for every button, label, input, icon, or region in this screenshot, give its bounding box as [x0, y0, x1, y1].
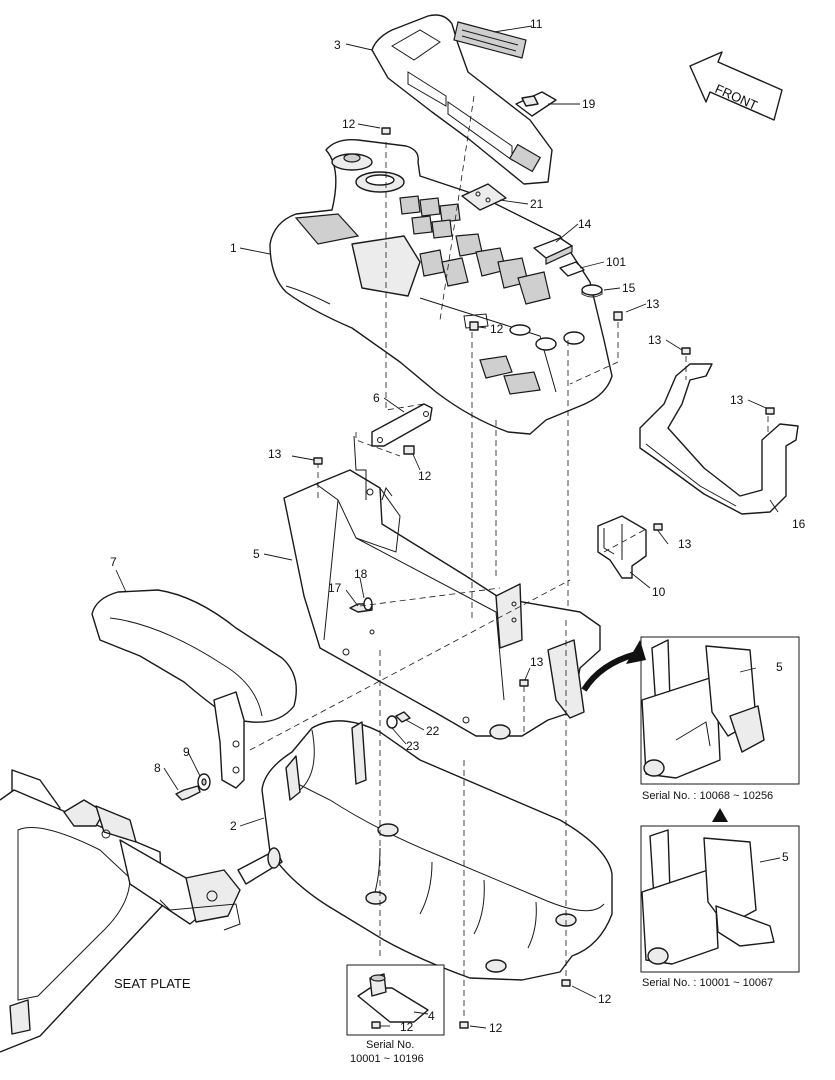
part-18-washer	[363, 597, 373, 611]
callout-14: 14	[578, 217, 592, 231]
part-21-plate	[461, 183, 507, 211]
inset-pointer-arrow-head	[626, 640, 646, 664]
part-15-plug	[581, 284, 603, 298]
callout-10: 10	[652, 585, 666, 599]
part-101-clip	[559, 261, 585, 277]
part-7-armrest	[91, 589, 297, 789]
callout-8: 8	[154, 761, 161, 775]
callout-22: 22	[426, 724, 440, 738]
leader-lines	[115, 25, 781, 1029]
callout-12-bracket: 12	[418, 469, 432, 483]
callout-12-mid: 12	[490, 322, 504, 336]
callout-13-right: 13	[678, 537, 692, 551]
fastener-screws	[313, 127, 775, 1029]
callout-13-bracket-top: 13	[648, 333, 662, 347]
callout-3: 3	[334, 38, 341, 52]
callout-11: 11	[530, 17, 543, 31]
callout-1: 1	[230, 241, 237, 255]
triangle-marker-icon	[712, 808, 728, 822]
callout-13-top: 13	[646, 297, 660, 311]
callout-12-inset: 12	[400, 1020, 414, 1034]
part-9-washer	[197, 773, 211, 791]
upper-inset-serial: Serial No. : 10068 ~ 10256	[642, 790, 773, 802]
callout-23: 23	[406, 739, 420, 753]
part-2-lower-tray	[261, 720, 613, 981]
front-arrow: FRONT	[689, 51, 783, 121]
bottom-serial-title: Serial No.	[366, 1039, 414, 1051]
inset-pointer-arrow	[581, 651, 637, 692]
callout-21: 21	[530, 197, 544, 211]
callout-19: 19	[582, 97, 596, 111]
part-1-console-body	[269, 139, 613, 435]
callout-4: 4	[428, 1009, 435, 1023]
part-14-switch-cap	[533, 237, 573, 265]
callout-13-frame: 13	[268, 447, 282, 461]
callout-12-bottom: 12	[489, 1021, 503, 1035]
assembly-guide-lines	[249, 95, 769, 1020]
part-16-side-bracket	[639, 363, 799, 515]
part-11-label-strip	[453, 21, 527, 59]
inset-upper: Serial No. : 10068 ~ 10256	[640, 636, 800, 802]
callout-101: 101	[606, 255, 626, 269]
part-3-upper-cover	[371, 14, 553, 185]
callout-13-center: 13	[530, 655, 544, 669]
part-23-washer	[386, 715, 398, 729]
callout-2: 2	[230, 819, 237, 833]
callout-numbers: 1 2 3 4 5 5 5 6 7 8 9 10 11 12 12 12 12 …	[110, 17, 806, 1035]
callout-12-right: 12	[598, 992, 612, 1006]
callout-12-top: 12	[342, 117, 356, 131]
bottom-serial-range: 10001 ~ 10196	[350, 1053, 424, 1065]
part-10-bracket	[597, 515, 647, 579]
part-4-inset	[346, 964, 445, 1036]
seat-plate-label: SEAT PLATE	[114, 976, 191, 991]
callout-5-upper-inset: 5	[776, 660, 783, 674]
seat-plate-assembly	[0, 769, 283, 1053]
part-5-frame	[283, 435, 601, 740]
callout-5: 5	[253, 547, 260, 561]
part-19-cap	[515, 91, 557, 117]
inset-lower: Serial No. : 10001 ~ 10067	[640, 825, 800, 989]
part-22-bolt	[395, 711, 411, 723]
callout-16: 16	[792, 517, 806, 531]
callout-18: 18	[354, 567, 368, 581]
callout-7: 7	[110, 555, 117, 569]
callout-5-lower-inset: 5	[782, 850, 789, 864]
callout-6: 6	[373, 391, 380, 405]
callout-17: 17	[328, 581, 342, 595]
callout-9: 9	[183, 745, 190, 759]
part-8-bolt	[175, 785, 201, 801]
lower-inset-serial: Serial No. : 10001 ~ 10067	[642, 977, 773, 989]
callout-13-bracket-side: 13	[730, 393, 744, 407]
callout-15: 15	[622, 281, 636, 295]
